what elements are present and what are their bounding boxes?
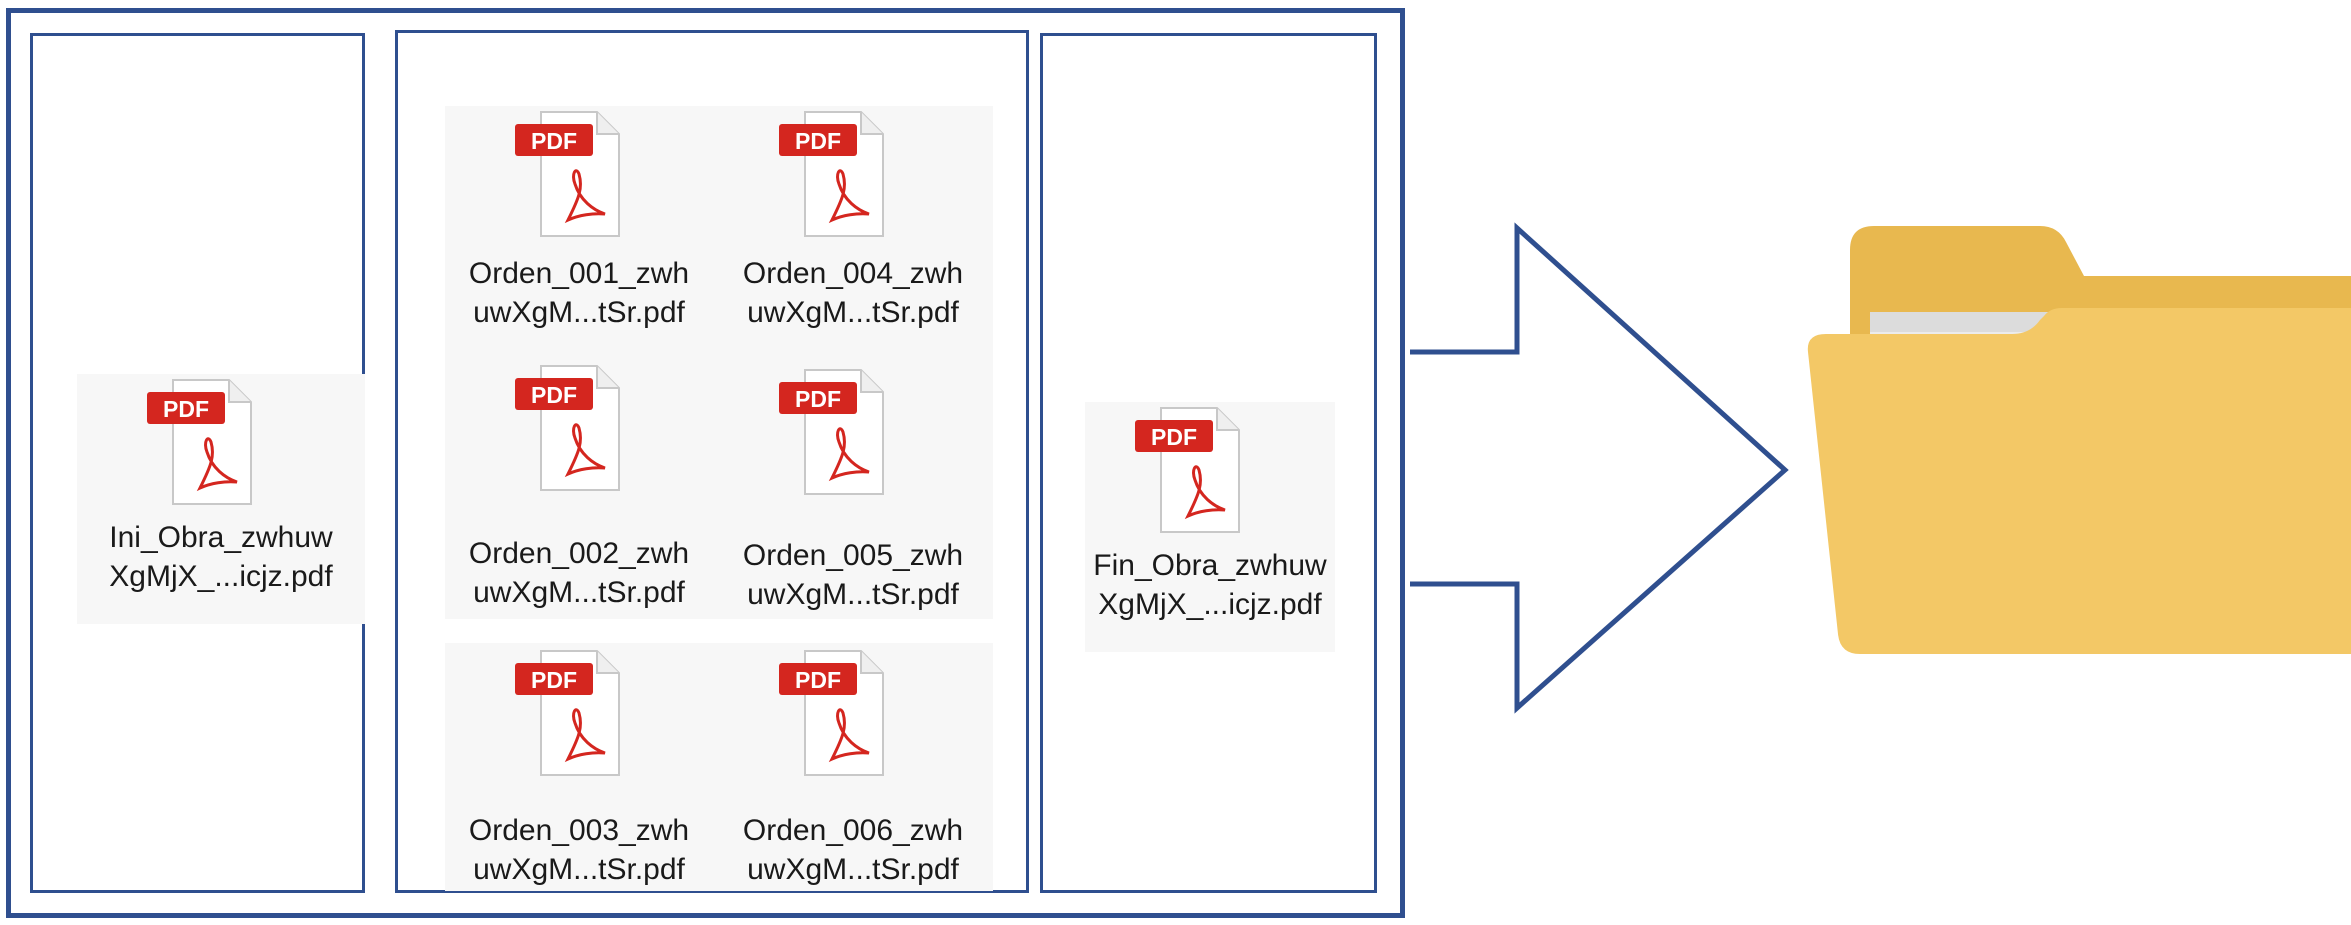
pdf-file-icon: PDF bbox=[779, 369, 884, 495]
right-arrow-icon bbox=[1410, 222, 1789, 714]
pdf-file-icon: PDF bbox=[147, 379, 252, 505]
pdf-file-icon: PDF bbox=[1135, 407, 1240, 533]
file-name: Fin_Obra_zwhuw XgMjX_...icjz.pdf bbox=[1093, 549, 1327, 621]
file-name: Orden_001_zwh uwXgM...tSr.pdf bbox=[468, 257, 690, 329]
file-item-orden-001[interactable]: PDF Orden_001_zwh uwXgM...tSr.pdf bbox=[445, 106, 713, 364]
end-document-panel: PDF Fin_Obra_zwhuw XgMjX_...icjz.pdf bbox=[1040, 33, 1377, 893]
file-item-orden-002[interactable]: PDF Orden_002_zwh uwXgM...tSr.pdf bbox=[445, 364, 713, 619]
pdf-badge-text: PDF bbox=[531, 667, 577, 693]
pdf-badge-text: PDF bbox=[163, 396, 209, 422]
pdf-badge-text: PDF bbox=[795, 667, 841, 693]
pdf-file-icon: PDF bbox=[515, 111, 620, 237]
file-name: Orden_002_zwh uwXgM...tSr.pdf bbox=[468, 537, 690, 609]
file-name: Orden_005_zwh uwXgM...tSr.pdf bbox=[742, 539, 964, 611]
pdf-file-icon: PDF bbox=[779, 650, 884, 776]
file-group-frame bbox=[6, 8, 1405, 918]
file-name: Ini_Obra_zwhuw XgMjX_...icjz.pdf bbox=[109, 521, 333, 593]
file-item-orden-006[interactable]: PDF Orden_006_zwh uwXgM...tSr.pdf bbox=[713, 643, 993, 891]
start-document-panel: PDF Ini_Obra_zwhuw XgMjX_...icjz.pdf bbox=[30, 33, 365, 893]
pdf-badge-text: PDF bbox=[795, 386, 841, 412]
file-name: Orden_004_zwh uwXgM...tSr.pdf bbox=[742, 257, 964, 329]
file-name: Orden_003_zwh uwXgM...tSr.pdf bbox=[468, 814, 690, 886]
file-item-orden-004[interactable]: PDF Orden_004_zwh uwXgM...tSr.pdf bbox=[713, 106, 993, 364]
orders-panel: PDF Orden_001_zwh uwXgM...tSr.pdf PDF Or… bbox=[395, 30, 1029, 893]
pdf-badge-text: PDF bbox=[531, 128, 577, 154]
pdf-badge-text: PDF bbox=[795, 128, 841, 154]
pdf-badge-text: PDF bbox=[531, 382, 577, 408]
file-item-orden-003[interactable]: PDF Orden_003_zwh uwXgM...tSr.pdf bbox=[445, 643, 713, 891]
pdf-file-icon: PDF bbox=[515, 365, 620, 491]
pdf-badge-text: PDF bbox=[1151, 424, 1197, 450]
folder-icon bbox=[1807, 226, 2351, 654]
file-item-fin-obra[interactable]: PDF Fin_Obra_zwhuw XgMjX_...icjz.pdf bbox=[1085, 402, 1335, 652]
file-name: Orden_006_zwh uwXgM...tSr.pdf bbox=[742, 814, 964, 886]
file-item-orden-005[interactable]: PDF Orden_005_zwh uwXgM...tSr.pdf bbox=[713, 364, 993, 619]
file-item-ini-obra[interactable]: PDF Ini_Obra_zwhuw XgMjX_...icjz.pdf bbox=[77, 374, 365, 624]
pdf-file-icon: PDF bbox=[779, 111, 884, 237]
pdf-file-icon: PDF bbox=[515, 650, 620, 776]
